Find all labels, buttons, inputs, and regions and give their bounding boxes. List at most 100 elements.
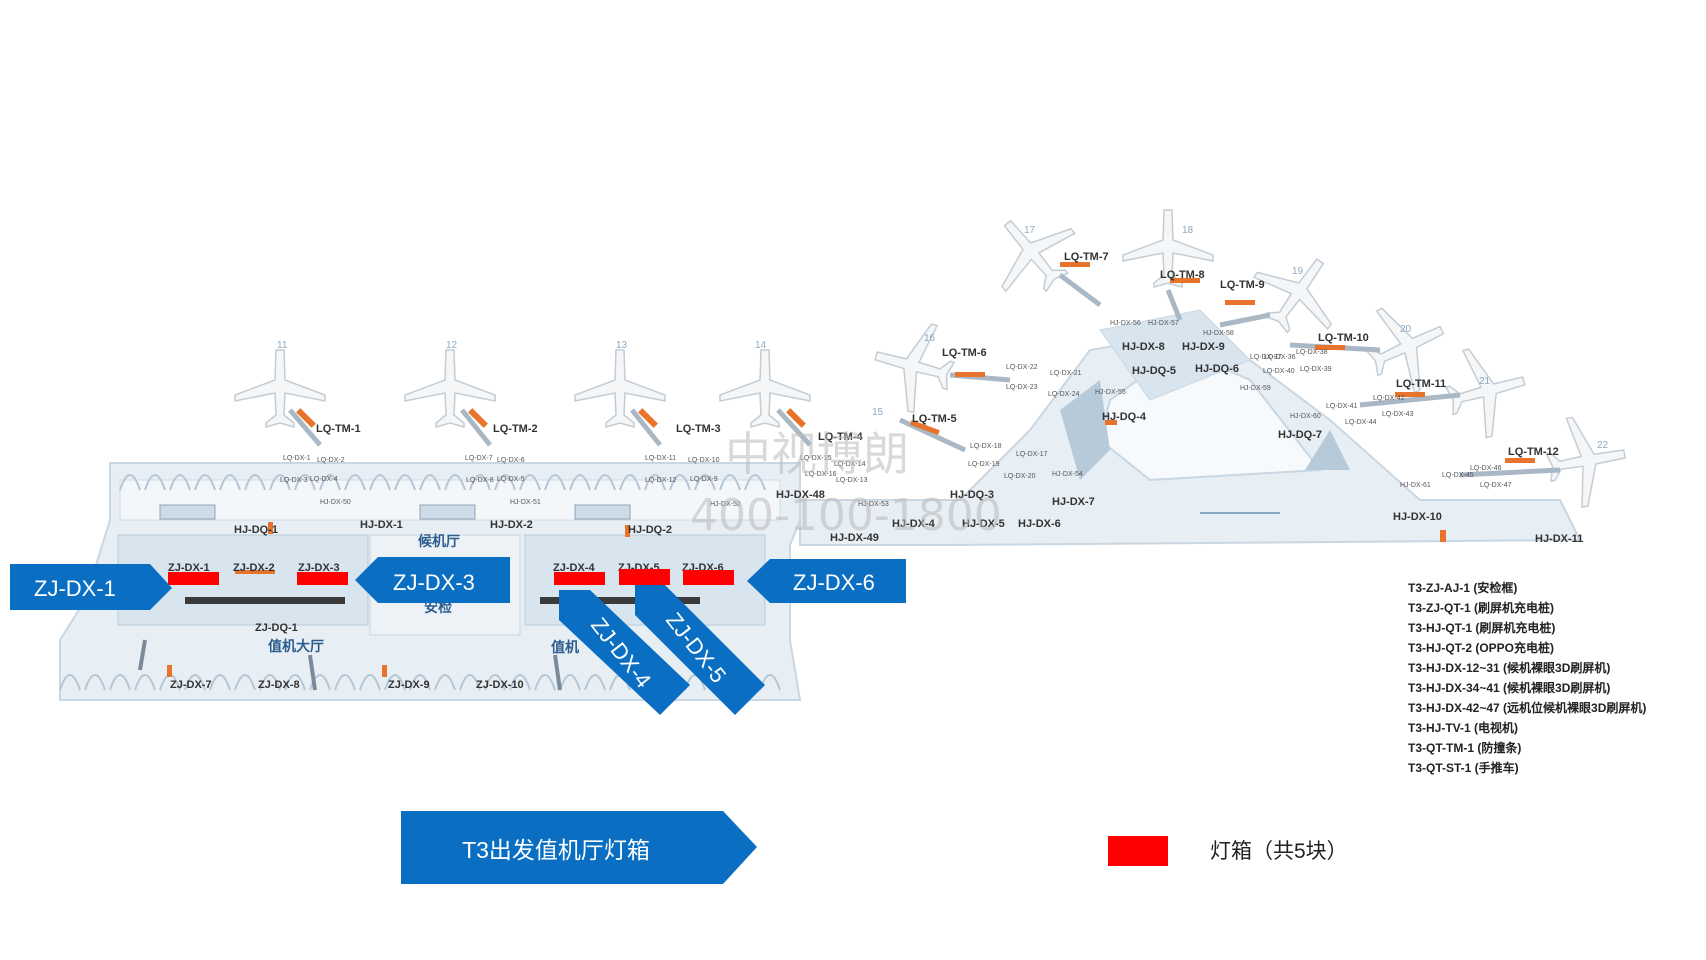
map-label: HJ-DX-51	[510, 499, 541, 506]
map-label: HJ-DX-11	[1535, 533, 1583, 545]
map-label: HJ-DQ-3	[950, 489, 994, 501]
map-label: LQ-DX-21	[1050, 370, 1082, 377]
airplane-icon	[1252, 258, 1333, 334]
lightbox-legend-swatch	[1108, 836, 1168, 866]
gate-number: 22	[1597, 440, 1609, 451]
orange-markers	[167, 262, 1535, 677]
map-label: LQ-TM-4	[818, 431, 863, 443]
airplane-icon	[1364, 307, 1445, 394]
map-label: LQ-DX-5	[497, 476, 525, 483]
map-label: HJ-DX-53	[858, 501, 889, 508]
map-label: LQ-TM-3	[676, 423, 721, 435]
map-label: HJ-DX-59	[1240, 385, 1271, 392]
legend-item: T3-HJ-DX-42~47 (远机位候机裸眼3D刷屏机)	[1408, 701, 1647, 715]
map-label: LQ-DX-8	[466, 477, 494, 484]
map-label: LQ-DX-40	[1263, 368, 1295, 375]
watermark-text: 400-100-1800	[690, 490, 1002, 541]
map-label: HJ-DX-54	[1052, 471, 1083, 478]
map-label: HJ-DX-6	[1018, 518, 1061, 530]
gate-number: 20	[1400, 324, 1412, 335]
map-label: LQ-DX-13	[836, 477, 868, 484]
airplane-icon	[574, 349, 666, 428]
callout-zj-dx-6-shape	[747, 559, 906, 603]
map-label: LQ-DX-46	[1470, 465, 1502, 472]
light-box-zj-dx-4	[554, 572, 605, 585]
map-label: LQ-TM-11	[1396, 378, 1446, 390]
map-label: LQ-DX-37	[1250, 354, 1282, 361]
map-label: HJ-DQ-5	[1132, 365, 1176, 377]
map-label: HJ-DX-10	[1393, 511, 1442, 523]
gate-number: 18	[1182, 225, 1194, 236]
map-label: LQ-TM-5	[912, 413, 957, 425]
map-label: LQ-DX-16	[805, 471, 837, 478]
map-label: LQ-TM-10	[1318, 332, 1369, 344]
legend-item: T3-HJ-QT-2 (OPPO充电桩)	[1408, 641, 1555, 655]
tm-labels: LQ-TM-1 LQ-TM-2 LQ-TM-3 LQ-TM-4 LQ-TM-5 …	[316, 251, 1559, 458]
map-label: LQ-DX-42	[1373, 395, 1405, 402]
map-label: LQ-DX-39	[1300, 366, 1332, 373]
east-concourse	[799, 309, 1582, 546]
gate-number: 19	[1292, 266, 1304, 277]
title-banner: T3出发值机厅灯箱	[401, 811, 757, 884]
map-label: LQ-DX-41	[1326, 403, 1358, 410]
map-label: LQ-TM-9	[1220, 279, 1265, 291]
light-boxes	[168, 569, 734, 585]
map-label: LQ-DX-38	[1296, 349, 1328, 356]
callout-zj-dx-3-shape	[355, 557, 510, 603]
map-label: LQ-DX-7	[465, 455, 493, 462]
map-label: HJ-DX-4	[892, 518, 936, 530]
map-label: LQ-DX-4	[310, 476, 338, 483]
map-label: LQ-TM-12	[1508, 446, 1559, 458]
map-label: LQ-DX-44	[1345, 419, 1377, 426]
map-label: ZJ-DX-2	[233, 562, 275, 574]
map-label: HJ-DX-61	[1400, 482, 1431, 489]
map-label: LQ-DX-1	[283, 455, 311, 462]
map-label: LQ-DX-11	[645, 455, 676, 462]
light-box-zj-dx-5	[619, 569, 670, 585]
map-label: LQ-TM-6	[942, 347, 987, 359]
gate-number: 21	[1479, 376, 1491, 387]
map-label: HJ-DX-48	[776, 489, 825, 501]
map-label: HJ-DQ-4	[1102, 411, 1147, 423]
map-label: ZJ-DX-10	[476, 679, 524, 691]
legend-item: T3-QT-TM-1 (防撞条)	[1408, 741, 1522, 755]
map-label: HJ-DX-7	[1052, 496, 1095, 508]
callout-arrows	[10, 557, 906, 715]
callout-zj-dx-5-shape	[635, 585, 765, 715]
lq-labels: LQ-DX-1 LQ-DX-2 LQ-DX-3 LQ-DX-4 LQ-DX-5 …	[280, 349, 1512, 489]
map-label: HJ-DX-5	[962, 518, 1005, 530]
banner-title: T3出发值机厅灯箱	[462, 836, 650, 863]
light-box-zj-dx-3	[297, 572, 348, 585]
map-label: LQ-TM-1	[316, 423, 361, 435]
map-label: HJ-DQ-1	[234, 524, 278, 536]
map-label: LQ-DX-9	[690, 476, 718, 483]
map-label: HJ-DX-56	[1110, 320, 1141, 327]
aircraft-group	[234, 209, 1627, 508]
map-label: LQ-DX-3	[280, 477, 308, 484]
map-label: HJ-DX-57	[1148, 320, 1179, 327]
map-label: HJ-DX-9	[1182, 341, 1225, 353]
lightbox-legend-label: 灯箱（共5块）	[1210, 840, 1348, 863]
gate-number: 11	[277, 340, 288, 351]
callout-zj-dx-1-shape	[10, 564, 172, 610]
map-label: ZJ-DX-1	[168, 562, 210, 574]
map-label: HJ-DX-1	[360, 519, 403, 531]
map-label: LQ-DX-43	[1382, 411, 1414, 418]
gate-number: 14	[755, 340, 767, 351]
map-label: HJ-DX-52	[710, 501, 741, 508]
map-label: ZJ-DX-9	[388, 679, 430, 691]
banner-arrow-shape	[401, 811, 757, 884]
legend-item: T3-HJ-QT-1 (刷屏机充电桩)	[1408, 621, 1556, 635]
map-label: LQ-DX-17	[1016, 451, 1048, 458]
airplane-icon	[874, 323, 956, 414]
legend-item: T3-QT-ST-1 (手推车)	[1408, 761, 1519, 775]
map-label: LQ-DX-23	[1006, 384, 1038, 391]
legend-item: T3-HJ-TV-1 (电视机)	[1408, 721, 1519, 735]
map-label: LQ-DX-20	[1004, 473, 1036, 480]
gate-number: 13	[616, 340, 628, 351]
map-label: HJ-DX-60	[1290, 413, 1321, 420]
map-label: ZJ-DX-8	[258, 679, 300, 691]
map-label: HJ-DQ-7	[1278, 429, 1322, 441]
map-label: HJ-DQ-6	[1195, 363, 1239, 375]
map-label: LQ-DX-10	[688, 457, 720, 464]
